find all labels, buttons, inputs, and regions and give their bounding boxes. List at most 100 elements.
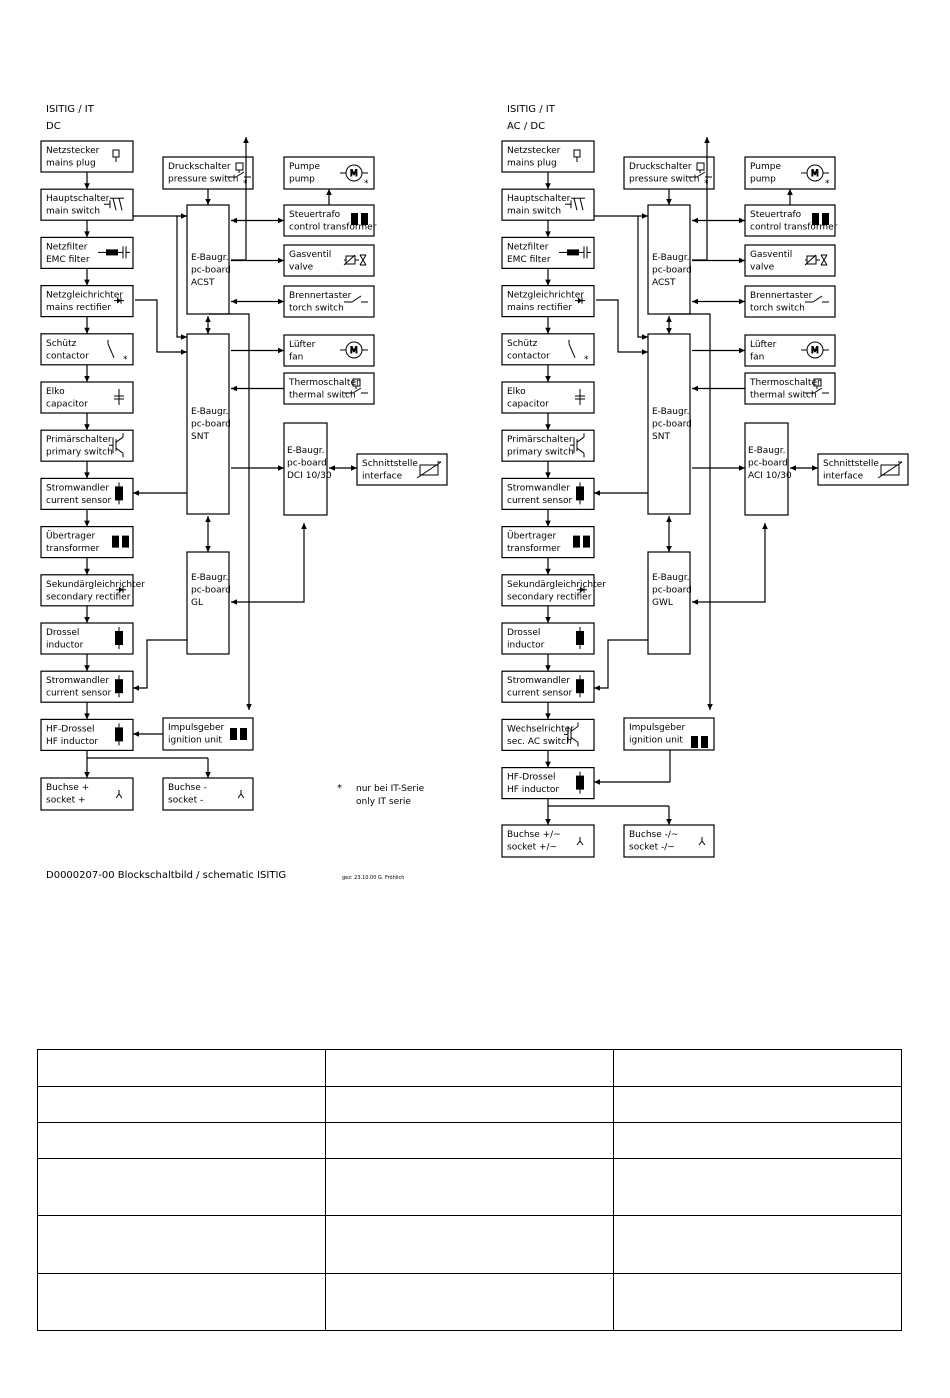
box-label: socket +/~ — [507, 843, 557, 853]
box-label: Sekundärgleichrichter — [507, 580, 606, 590]
plug-icon — [112, 149, 120, 162]
box-label: pc-board — [652, 420, 692, 430]
box-label: inductor — [46, 641, 84, 651]
box-label: ignition unit — [629, 736, 683, 746]
icon-stroke — [579, 198, 584, 211]
box-outline — [162, 777, 254, 811]
box-label: E-Baugr. — [287, 446, 324, 456]
box-label: Hauptschalter — [46, 194, 110, 204]
connector-line — [637, 216, 648, 338]
arrowhead — [642, 213, 648, 219]
box-sockm: Buchse -/~socket -/~ — [623, 824, 715, 858]
trafo-icon — [351, 213, 368, 225]
box-label: primary switch — [507, 448, 574, 458]
diagram-header-line: AC / DC — [507, 121, 545, 132]
arrowhead — [84, 568, 90, 575]
box-label: Schütz — [507, 339, 538, 349]
icon-block — [361, 213, 368, 225]
arrowhead — [231, 298, 237, 305]
diode-icon — [575, 297, 585, 304]
emc-icon — [98, 246, 130, 259]
box-label: contactor — [46, 351, 89, 361]
drawing-title: D0000207-00 Blockschaltbild / schematic … — [46, 870, 286, 881]
valve-icon — [804, 254, 828, 266]
box-label: transformer — [507, 544, 561, 554]
arrowhead — [739, 257, 745, 264]
box-outline — [623, 824, 715, 858]
box-outline — [744, 334, 836, 367]
box-label: fan — [289, 353, 303, 363]
arrowhead — [545, 327, 551, 334]
connector-line — [135, 299, 187, 353]
icon-stroke — [351, 295, 362, 303]
box-label: Übertrager — [46, 531, 96, 542]
box-label: Primärschalter — [46, 435, 112, 445]
motor-glyph: M — [811, 169, 819, 179]
arrowhead — [692, 385, 698, 392]
table-cell — [325, 1049, 614, 1087]
arrowhead — [133, 685, 139, 691]
table-cell — [37, 1049, 326, 1087]
trafo-icon — [230, 728, 247, 740]
box-label: pc-board — [748, 459, 788, 469]
icon-stroke — [698, 840, 703, 846]
table-cell — [325, 1215, 614, 1274]
box-label: Buchse +/~ — [507, 830, 561, 840]
box-sockp: Buchse +socket + — [40, 777, 134, 811]
sock-icon — [698, 837, 706, 846]
box-label: ACI 10/30 — [748, 471, 792, 481]
icon-block — [230, 728, 237, 740]
box-label: Netzfilter — [507, 242, 549, 252]
icon-block — [576, 775, 584, 790]
drawing-signature: gez: 23.10.00 G. Fröhlich — [342, 875, 404, 881]
empty-revision-table — [37, 1049, 902, 1331]
box-label: E-Baugr. — [191, 253, 228, 263]
box-label: main switch — [46, 207, 100, 217]
icon-stroke — [573, 198, 578, 211]
arrowhead — [84, 327, 90, 334]
box-label: pump — [289, 175, 315, 185]
arrowhead — [181, 334, 187, 340]
box-label: ACST — [652, 278, 676, 288]
arrowhead — [231, 385, 237, 392]
box-label: EMC filter — [46, 255, 90, 265]
box-trafo: Übertrager transformer — [501, 525, 595, 559]
arrowhead — [84, 713, 90, 720]
connector-line — [692, 523, 766, 603]
box-label: Schnittstelle — [362, 459, 418, 469]
icon-stroke — [115, 436, 124, 443]
connector-line — [596, 299, 648, 353]
box-label: secondary rectifier — [507, 592, 592, 602]
box-label: Netzgleichrichter — [507, 291, 584, 301]
icon-stroke — [115, 793, 120, 799]
box-label: HF-Drossel — [46, 724, 95, 734]
cap-icon — [575, 389, 585, 405]
box-outline — [744, 285, 836, 318]
box-label: Übertrager — [507, 531, 557, 542]
box-outline — [501, 718, 595, 752]
box-label: pump — [750, 175, 776, 185]
box-outline — [744, 422, 789, 516]
icon-block — [115, 679, 123, 694]
table-cell — [325, 1086, 614, 1123]
arrowhead — [231, 217, 237, 224]
arrowhead — [205, 772, 211, 778]
box-label: HF-Drossel — [507, 773, 556, 783]
box-label: Impulsgeber — [168, 723, 225, 733]
trafo-icon — [691, 736, 708, 748]
box-label: interface — [362, 472, 403, 482]
